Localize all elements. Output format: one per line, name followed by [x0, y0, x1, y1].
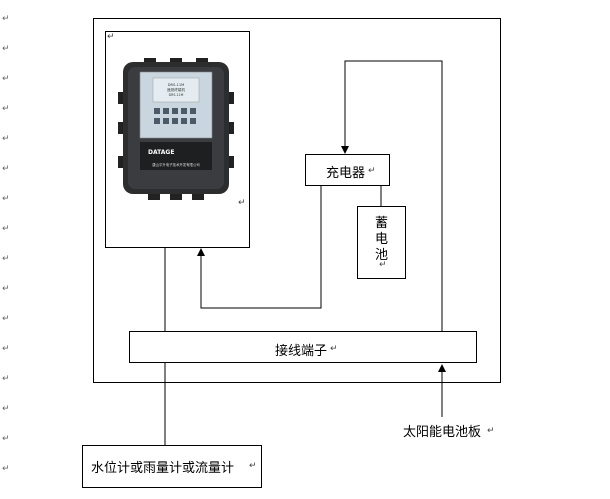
battery-label-char-1: 蓄: [375, 216, 389, 231]
terminal-label: 接线端子: [275, 344, 328, 359]
paragraph-mark: ↵: [2, 254, 10, 264]
meter-return-mark: ↵: [249, 461, 257, 471]
paragraph-mark: ↵: [2, 104, 10, 114]
device-brand: DATAGE: [148, 149, 174, 156]
meter-box: 水位计或雨量计或流量计 ↵: [82, 445, 262, 488]
device-frame-return-mark-2: ↵: [238, 198, 246, 208]
paragraph-mark: ↵: [2, 134, 10, 144]
charger-box: 充电器 ↵: [305, 154, 390, 186]
charger-to-device-line: [197, 186, 322, 309]
device-screen-subtitle: DRS-11M: [169, 93, 184, 97]
paragraph-mark: ↵: [2, 194, 10, 204]
device-screen-title-1: DRS-11M: [168, 83, 185, 87]
battery-label-char-3: 池: [375, 248, 389, 263]
paragraph-mark: ↵: [2, 44, 10, 54]
meter-label: 水位计或雨量计或流量计: [91, 461, 235, 476]
solar-panel-label: 太阳能电池板: [403, 425, 482, 440]
telemetry-terminal-image: DRS-11M 遥测终端机 DRS-11M DATAGE 唐山平升电子技术开发有…: [118, 58, 234, 200]
paragraph-mark: ↵: [2, 224, 10, 234]
terminal-return-mark: ↵: [330, 344, 338, 354]
paragraph-mark: ↵: [2, 404, 10, 414]
solar-return-mark: ↵: [487, 426, 495, 436]
charger-return-mark: ↵: [368, 166, 376, 176]
paragraph-mark: ↵: [2, 284, 10, 294]
charger-label: 充电器: [326, 166, 366, 181]
telemetry-terminal-graphic: DRS-11M 遥测终端机 DRS-11M DATAGE 唐山平升电子技术开发有…: [118, 58, 234, 200]
paragraph-mark: ↵: [2, 464, 10, 474]
terminal-block-box: 接线端子 ↵: [129, 331, 477, 363]
paragraph-mark: ↵: [2, 164, 10, 174]
terminal-to-charger-line: [341, 60, 443, 331]
battery-box: 蓄 电 池 ↵: [357, 206, 406, 279]
paragraph-mark: ↵: [2, 74, 10, 84]
battery-return-mark: ↵: [379, 260, 387, 270]
device-company: 唐山平升电子技术开发有限公司: [152, 162, 199, 167]
paragraph-mark: ↵: [2, 434, 10, 444]
battery-label-char-2: 电: [375, 232, 389, 247]
device-frame-return-mark: ↵: [107, 32, 115, 42]
paragraph-mark: ↵: [2, 14, 10, 24]
paragraph-mark: ↵: [2, 344, 10, 354]
paragraph-mark: ↵: [2, 374, 10, 384]
paragraph-mark: ↵: [2, 314, 10, 324]
device-screen-title-2: 遥测终端机: [167, 87, 185, 92]
